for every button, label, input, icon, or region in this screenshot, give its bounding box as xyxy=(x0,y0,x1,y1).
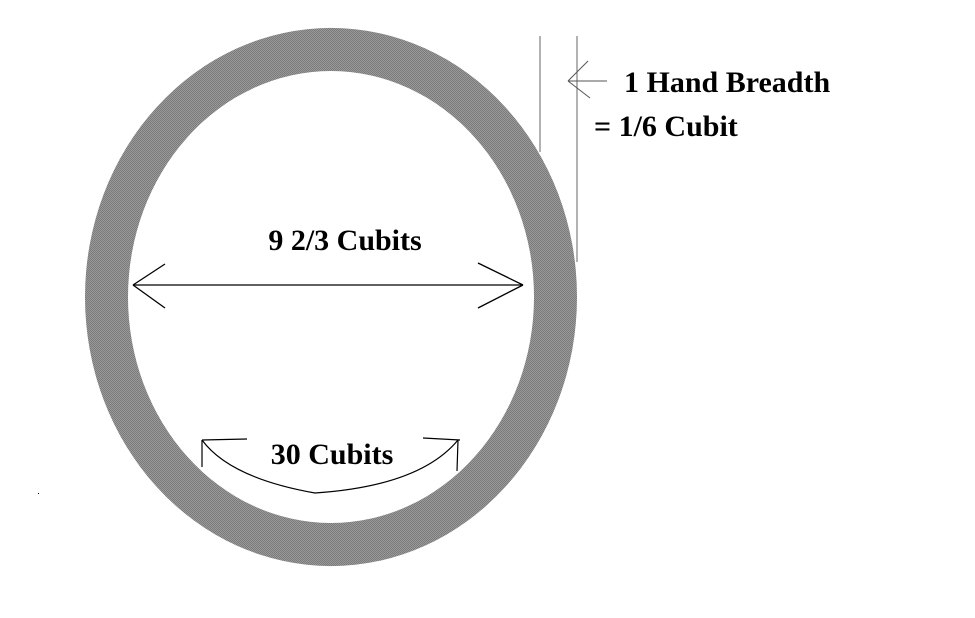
thickness-arrow-icon xyxy=(567,60,607,99)
vessel-ring xyxy=(84,27,577,567)
diameter-arrow-icon xyxy=(132,262,524,309)
circumference-label: 30 Cubits xyxy=(271,438,394,471)
thickness-label-line2: = 1/6 Cubit xyxy=(594,110,738,143)
diameter-label: 9 2/3 Cubits xyxy=(268,224,421,257)
thickness-label-line1: 1 Hand Breadth xyxy=(624,66,830,99)
stray-dot xyxy=(38,493,39,494)
circumference-arc-icon xyxy=(201,437,461,494)
